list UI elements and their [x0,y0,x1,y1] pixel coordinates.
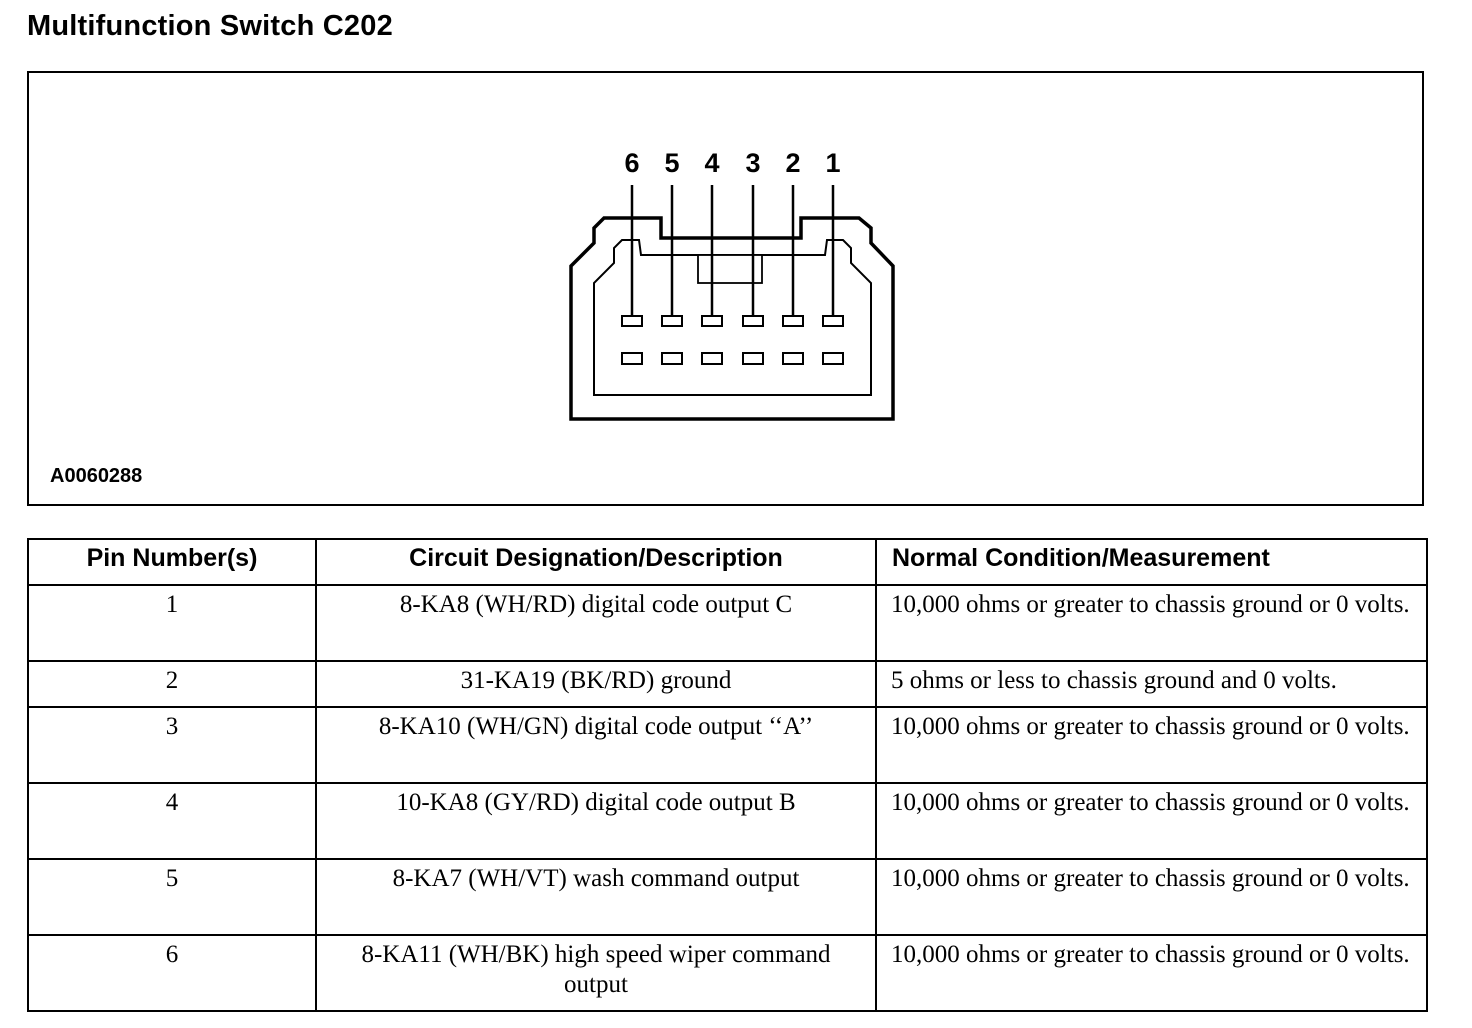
pin-label-2: 2 [785,148,800,178]
circuit-cell: 8-KA7 (WH/VT) wash command output [315,858,877,936]
circuit-cell: 8-KA10 (WH/GN) digital code output ‘‘A’’ [315,706,877,784]
pin-label-4: 4 [704,148,719,178]
connector-housing-outer [569,216,895,421]
pin-cell: 6 [27,934,317,1012]
figure-id: A0060288 [50,465,143,487]
table-row: 3 8-KA10 (WH/GN) digital code output ‘‘A… [27,706,1428,784]
header-circuit: Circuit Designation/Description [315,538,877,586]
connector-housing-inner [593,239,872,396]
connector-latch [697,254,763,284]
page-title: Multifunction Switch C202 [27,10,393,42]
terminals-bottom-row [621,352,844,365]
connector-figure: 6 5 4 3 2 1 [27,71,1424,506]
terminals-top-row [621,315,844,327]
condition-cell: 10,000 ohms or greater to chassis ground… [875,584,1428,662]
pin-table: Pin Number(s) Circuit Designation/Descri… [27,538,1428,1012]
condition-cell: 10,000 ohms or greater to chassis ground… [875,934,1428,1012]
circuit-cell: 8-KA8 (WH/RD) digital code output C [315,584,877,662]
table-row: 5 8-KA7 (WH/VT) wash command output 10,0… [27,858,1428,936]
pin-cell: 5 [27,858,317,936]
table-row: 6 8-KA11 (WH/BK) high speed wiper comman… [27,934,1428,1012]
circuit-cell: 31-KA19 (BK/RD) ground [315,660,877,708]
header-condition: Normal Condition/Measurement [875,538,1428,586]
header-pin: Pin Number(s) [27,538,317,586]
pin-cell: 4 [27,782,317,860]
table-row: 4 10-KA8 (GY/RD) digital code output B 1… [27,782,1428,860]
condition-cell: 10,000 ohms or greater to chassis ground… [875,858,1428,936]
pin-label-5: 5 [664,148,679,178]
connector-diagram: 6 5 4 3 2 1 [569,148,895,421]
table-header-row: Pin Number(s) Circuit Designation/Descri… [27,538,1428,586]
pin-leader-lines [630,185,835,316]
pin-cell: 2 [27,660,317,708]
condition-cell: 10,000 ohms or greater to chassis ground… [875,706,1428,784]
table-row: 1 8-KA8 (WH/RD) digital code output C 10… [27,584,1428,662]
condition-cell: 10,000 ohms or greater to chassis ground… [875,782,1428,860]
circuit-cell: 10-KA8 (GY/RD) digital code output B [315,782,877,860]
pin-cell: 3 [27,706,317,784]
pin-cell: 1 [27,584,317,662]
table-row: 2 31-KA19 (BK/RD) ground 5 ohms or less … [27,660,1428,708]
pin-label-1: 1 [825,148,840,178]
condition-cell: 5 ohms or less to chassis ground and 0 v… [875,660,1428,708]
pin-label-6: 6 [624,148,639,178]
pin-label-3: 3 [745,148,760,178]
circuit-cell: 8-KA11 (WH/BK) high speed wiper command … [315,934,877,1012]
